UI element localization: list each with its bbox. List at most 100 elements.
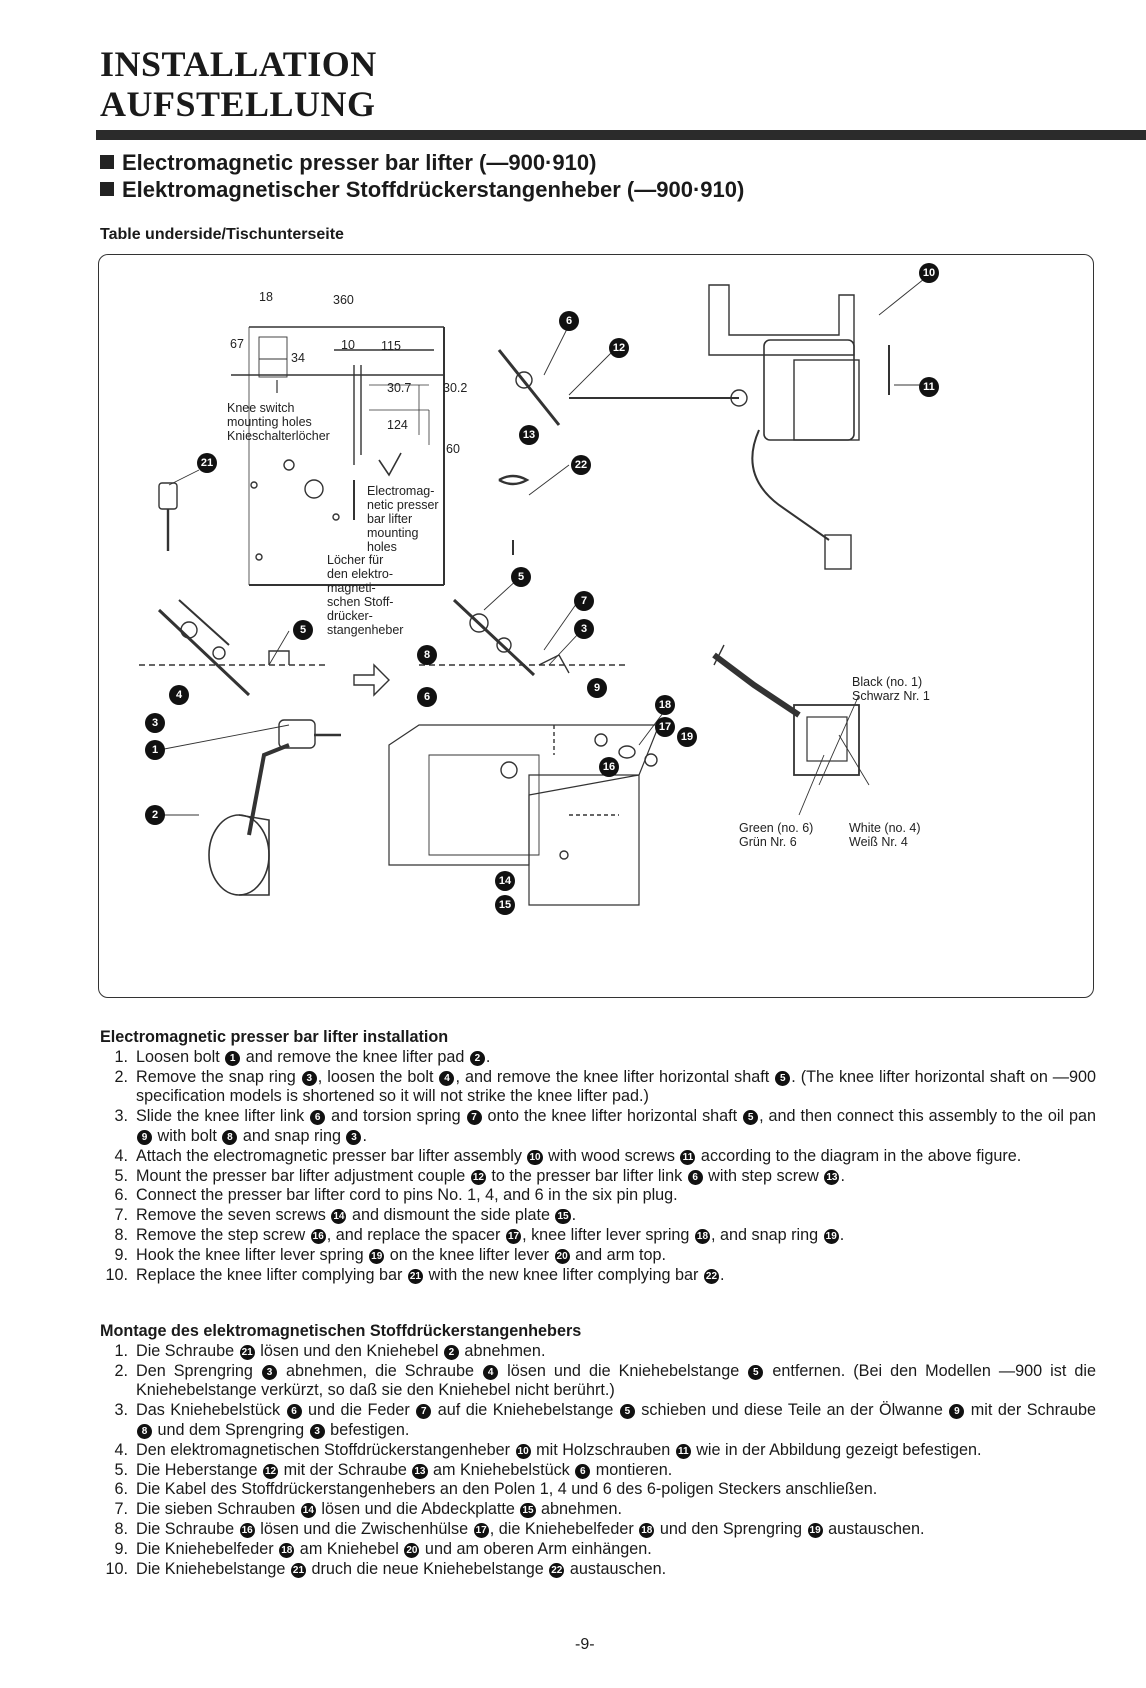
step-text: and torsion spring: [326, 1107, 466, 1126]
step-number: 5.: [114, 1460, 128, 1479]
step-text: wie in der Abbildung gezeigt befestigen.: [691, 1440, 982, 1459]
step-number: 4.: [114, 1440, 128, 1459]
step-number: 3.: [114, 1401, 128, 1420]
step-number: 2.: [114, 1067, 128, 1086]
step-item: 9.Die Kniehebelfeder 18 am Kniehebel 20 …: [100, 1540, 1096, 1560]
step-text: austauschen.: [823, 1519, 925, 1538]
badge-part-2: 2: [145, 805, 165, 825]
part-number-badge: 6: [310, 1110, 326, 1126]
figure-caption: Table underside/Tischunterseite: [100, 226, 344, 243]
badge-part-3-mid: 3: [574, 619, 594, 639]
part-number-badge: 17: [473, 1522, 489, 1538]
step-text: Remove the step screw: [136, 1225, 310, 1244]
step-text: Remove the snap ring: [136, 1067, 301, 1086]
step-number: 1.: [114, 1341, 128, 1360]
step-text: , loosen the bolt: [317, 1067, 439, 1086]
step-text: onto the knee lifter horizontal shaft: [482, 1107, 743, 1126]
white-wire-label: White (no. 4) Weiß Nr. 4: [849, 821, 921, 849]
part-number-badge: 16: [310, 1228, 326, 1244]
dim-360: 360: [333, 293, 354, 307]
badge-part-22: 22: [571, 455, 591, 475]
section-heading-de-text: Elektromagnetischer Stoffdrückerstangenh…: [122, 177, 745, 202]
step-number: 8.: [114, 1519, 128, 1538]
section-heading-en-text: Electromagnetic presser bar lifter (—900…: [122, 150, 597, 175]
step-text: mit der Schraube: [279, 1460, 412, 1479]
step-number: 3.: [114, 1107, 128, 1126]
step-text: Die sieben Schrauben: [136, 1500, 300, 1519]
step-text: befestigen.: [325, 1420, 410, 1439]
step-text: abnehmen, die Schraube: [278, 1361, 483, 1380]
process-arrow-icon: [353, 663, 390, 697]
part-number-badge: 21: [239, 1344, 255, 1360]
dim-34: 34: [291, 351, 305, 365]
step-text: Den elektromagnetischen Stoffdrückerstan…: [136, 1440, 515, 1459]
step-item: 1.Loosen bolt 1 and remove the knee lift…: [100, 1048, 1096, 1068]
step-text: with the new knee lifter complying bar: [423, 1265, 703, 1284]
em-mounting-label-de: Löcher für den elektro- magneti- schen S…: [327, 553, 404, 637]
part-number-badge: 18: [639, 1522, 655, 1538]
part-number-badge: 20: [404, 1542, 420, 1558]
step-text: mit Holzschrauben: [531, 1440, 675, 1459]
step-text: with bolt: [153, 1126, 222, 1145]
step-item: 10.Die Kniehebelstange 21 druch die neue…: [100, 1560, 1096, 1580]
step-text: montieren.: [591, 1460, 673, 1479]
step-text: entfernen. (Bei den Modellen —900 ist di…: [136, 1361, 1097, 1400]
part-number-badge: 22: [703, 1268, 720, 1284]
dim-30-7: 30.7: [387, 381, 412, 395]
part-number-badge: 1: [225, 1050, 241, 1066]
step-item: 5.Mount the presser bar lifter adjustmen…: [100, 1167, 1096, 1187]
step-text: .: [840, 1166, 845, 1185]
part-number-badge: 5: [743, 1110, 759, 1126]
part-number-badge: 5: [619, 1404, 635, 1420]
step-text: Replace the knee lifter complying bar: [136, 1265, 407, 1284]
step-number: 1.: [114, 1047, 128, 1066]
badge-part-8: 8: [417, 645, 437, 665]
step-text: . (The knee lifter horizontal shaft on —…: [136, 1067, 1096, 1106]
step-number: 6.: [114, 1186, 128, 1205]
part-number-badge: 16: [239, 1522, 255, 1538]
part-number-badge: 3: [309, 1423, 325, 1439]
step-number: 6.: [114, 1480, 128, 1499]
spring-parts: [498, 474, 658, 767]
step-text: , die Kniehebelfeder: [489, 1519, 639, 1538]
step-number: 4.: [114, 1146, 128, 1165]
step-text: Den Sprengring: [136, 1361, 261, 1380]
step-item: 3.Das Kniehebelstück 6 und die Feder 7 a…: [100, 1401, 1096, 1441]
step-text: with step screw: [703, 1166, 824, 1185]
badge-part-11: 11: [919, 377, 939, 397]
step-text: austauschen.: [565, 1559, 667, 1578]
badge-part-17: 17: [655, 717, 675, 737]
step-text: lösen und die Abdeckplatte: [316, 1500, 520, 1519]
part-number-badge: 2: [443, 1344, 459, 1360]
part-number-badge: 13: [412, 1463, 428, 1479]
dim-18: 18: [259, 290, 273, 304]
part-number-badge: 17: [505, 1228, 522, 1244]
part-number-badge: 14: [331, 1209, 347, 1225]
arm-side-plate-drawing: [388, 724, 660, 906]
badge-part-7: 7: [574, 591, 594, 611]
step-item: 7.Die sieben Schrauben 14 lösen und die …: [100, 1500, 1096, 1520]
step-item: 3.Slide the knee lifter link 6 and torsi…: [100, 1107, 1096, 1147]
step-text: auf die Kniehebelstange: [432, 1401, 619, 1420]
step-text: and remove the knee lifter pad: [241, 1047, 469, 1066]
part-number-badge: 3: [346, 1129, 362, 1145]
step-number: 2.: [114, 1361, 128, 1380]
badge-part-10: 10: [919, 263, 939, 283]
part-number-badge: 14: [300, 1503, 316, 1519]
part-number-badge: 18: [694, 1228, 711, 1244]
dim-124: 124: [387, 418, 408, 432]
step-text: lösen und den Kniehebel: [255, 1341, 443, 1360]
part-number-badge: 22: [549, 1562, 565, 1578]
step-item: 4.Attach the electromagnetic presser bar…: [100, 1147, 1096, 1167]
german-instructions-title: Montage des elektromagnetischen Stoffdrü…: [100, 1322, 582, 1340]
section-heading-de: Elektromagnetischer Stoffdrückerstangenh…: [100, 177, 744, 203]
step-text: , and remove the knee lifter horizontal …: [455, 1067, 775, 1086]
table-underside-drawing: [231, 326, 445, 586]
part-number-badge: 5: [775, 1070, 791, 1086]
bullet-square-icon: [100, 155, 114, 169]
dim-60: 60: [446, 442, 460, 456]
header-rule: [96, 130, 1146, 140]
step-text: Die Heberstange: [136, 1460, 262, 1479]
part-number-badge: 6: [575, 1463, 591, 1479]
part-number-badge: 3: [301, 1070, 317, 1086]
